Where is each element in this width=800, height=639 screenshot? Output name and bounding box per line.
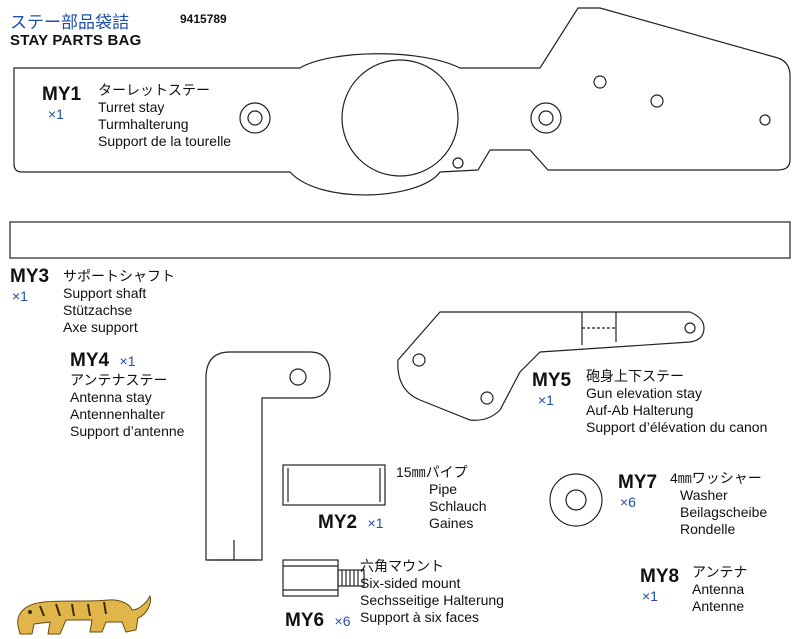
part-my1-names: ターレットステー Turret stay Turmhalterung Suppo…: [98, 82, 231, 150]
gun-elevation-stay-shape: [397, 311, 705, 421]
part-qty: ×1: [119, 353, 136, 369]
part-name-de: Schlauch: [429, 498, 487, 514]
part-qty: ×6: [620, 494, 636, 510]
part-name-jp: 六角マウント: [360, 558, 444, 574]
part-name-jp: サポートシャフト: [63, 268, 175, 284]
part-name-en: Turret stay: [98, 99, 165, 115]
part-my8: MY8 ×1: [640, 566, 679, 604]
part-name-fr: Support d’élévation du canon: [586, 419, 768, 435]
part-my2: MY2 ×1: [318, 512, 384, 534]
part-qty: ×1: [367, 515, 384, 531]
part-qty: ×1: [12, 288, 28, 304]
part-name-fr: Support d’antenne: [70, 423, 185, 439]
part-my5: MY5 ×1: [532, 370, 571, 408]
tamiya-tiger-logo: [17, 594, 151, 635]
header-title-jp: ステー部品袋詰: [10, 13, 129, 32]
part-my8-names: アンテナ Antenna Antenne: [692, 564, 747, 615]
part-my6-names: 六角マウント Six-sided mount Sechsseitige Halt…: [360, 558, 504, 626]
part-my7: MY7 ×6: [618, 472, 657, 510]
turret-large-hole: [341, 59, 459, 177]
part-name-fr: Support de la tourelle: [98, 133, 232, 149]
part-name-de: Sechsseitige Halterung: [360, 592, 504, 608]
part-name-de: Stützachse: [63, 302, 133, 318]
part-name-de: Auf-Ab Halterung: [586, 402, 694, 418]
part-name-fr: Support à six faces: [360, 609, 480, 625]
part-name-de: Turmhalterung: [98, 116, 189, 132]
header-title-en: STAY PARTS BAG: [10, 32, 142, 49]
part-qty: ×6: [334, 613, 351, 629]
part-code: MY6: [285, 610, 325, 631]
part-name-en: Gun elevation stay: [586, 385, 702, 401]
part-name-fr: Gaines: [429, 515, 474, 531]
part-name-en: Antenna: [692, 581, 745, 597]
pipe-shape: [282, 464, 386, 506]
part-name-de: Antennenhalter: [70, 406, 165, 422]
part-qty: ×1: [642, 588, 658, 604]
part-code: MY7: [618, 472, 658, 493]
part-name-jp: ターレットステー: [98, 82, 210, 98]
part-code: MY8: [640, 566, 680, 587]
part-name-de: Antenne: [692, 598, 745, 614]
part-name-fr: Axe support: [63, 319, 138, 335]
part-code: MY1: [42, 84, 82, 105]
part-code: MY3: [10, 266, 50, 287]
part-code: MY5: [532, 370, 572, 391]
part-name-en: Support shaft: [63, 285, 147, 301]
part-my2-names: 15㎜パイプ Pipe Schlauch Gaines: [396, 464, 487, 532]
part-my3-names: サポートシャフト Support shaft Stützachse Axe su…: [63, 268, 175, 336]
part-name-jp: 15㎜パイプ: [396, 464, 468, 480]
part-name-jp: アンテナステー: [70, 372, 168, 388]
part-name-fr: Rondelle: [680, 521, 736, 537]
washer-shape: [549, 473, 603, 527]
part-my6: MY6 ×6: [285, 610, 351, 632]
part-my7-names: 4㎜ワッシャー Washer Beilagscheibe Rondelle: [670, 470, 767, 538]
part-name-en: Washer: [680, 487, 728, 503]
part-my4: MY4 ×1: [70, 350, 136, 372]
part-name-en: Six-sided mount: [360, 575, 461, 591]
antenna-stay-shape: [205, 351, 331, 561]
part-number: 9415789: [180, 12, 227, 26]
turret-hole-left: [239, 102, 271, 134]
part-my1: MY1 ×1: [42, 84, 81, 122]
support-shaft-shape: [9, 221, 791, 259]
part-name-en: Antenna stay: [70, 389, 152, 405]
part-code: MY2: [318, 512, 358, 533]
part-name-jp: 4㎜ワッシャー: [670, 470, 762, 486]
turret-stay-outline: [13, 7, 791, 196]
part-name-jp: 砲身上下ステー: [586, 368, 684, 384]
part-name-jp: アンテナ: [692, 564, 748, 580]
part-qty: ×1: [48, 106, 64, 122]
part-name-de: Beilagscheibe: [680, 504, 768, 520]
part-code: MY4: [70, 350, 110, 371]
part-name-en: Pipe: [429, 481, 458, 497]
part-qty: ×1: [538, 392, 554, 408]
part-my3: MY3 ×1: [10, 266, 49, 304]
part-my5-names: 砲身上下ステー Gun elevation stay Auf-Ab Halter…: [586, 368, 767, 436]
turret-hole-mid: [530, 102, 562, 134]
part-my4-names: アンテナステー Antenna stay Antennenhalter Supp…: [70, 372, 184, 440]
